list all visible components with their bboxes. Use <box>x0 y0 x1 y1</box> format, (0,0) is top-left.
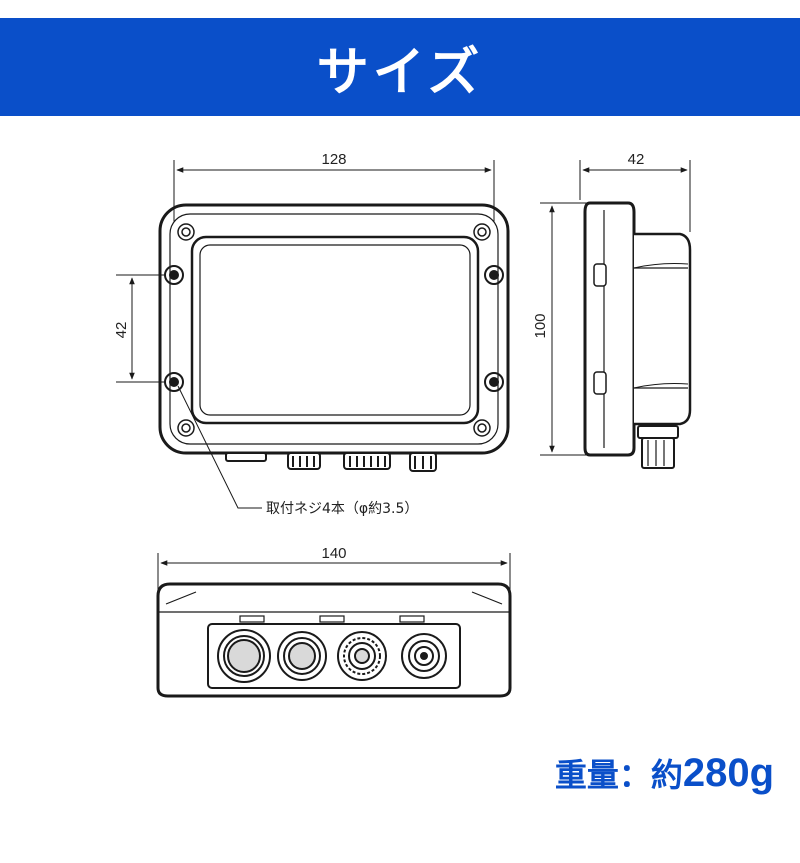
mounting-hole-icon <box>164 265 504 392</box>
front-view <box>158 203 510 472</box>
title-banner: サイズ <box>0 18 800 116</box>
dim-label-front-width: 128 <box>321 151 346 168</box>
dimension-hole-pitch <box>116 274 166 383</box>
screw-leader-line <box>177 385 262 509</box>
bottom-connectors <box>225 452 437 472</box>
dim-label-height: 100 <box>532 313 549 338</box>
weight-text: 重量：約280g <box>555 750 774 796</box>
dimension-bottom-width <box>157 553 511 590</box>
dim-label-hole-pitch: 42 <box>113 322 130 339</box>
connector-icon <box>217 629 447 683</box>
weight-value: 280g <box>682 751 774 795</box>
corner-screw-icon <box>177 223 491 437</box>
page-title: サイズ <box>316 42 484 103</box>
screw-note: 取付ネジ4本（φ約3.5） <box>266 501 418 517</box>
weight-label: 重量：約 <box>554 756 683 794</box>
dimension-front-width <box>173 160 495 222</box>
dimension-side-depth <box>579 160 691 232</box>
bottom-view <box>156 582 512 698</box>
dimension-height <box>540 202 588 456</box>
dim-label-bottom-width: 140 <box>321 545 346 562</box>
side-view <box>583 201 692 469</box>
dim-label-side-depth: 42 <box>628 151 645 168</box>
